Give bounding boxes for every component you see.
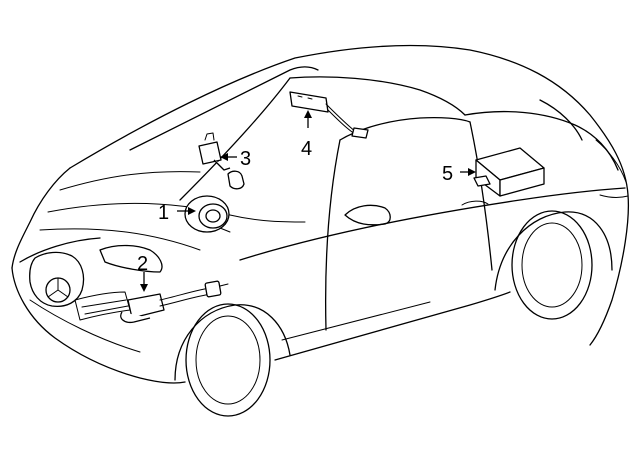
horn-part <box>184 195 231 233</box>
callout-label-5: 5 <box>442 163 453 185</box>
callout-label-2: 2 <box>137 253 148 275</box>
callout-5: 5 <box>442 163 476 185</box>
roof-console-part <box>289 91 369 139</box>
callout-label-4: 4 <box>301 138 312 160</box>
callout-3: 3 <box>220 148 251 170</box>
callout-label-1: 1 <box>158 202 169 224</box>
relay-part <box>198 132 245 190</box>
callout-label-3: 3 <box>240 148 251 170</box>
callout-1: 1 <box>158 202 196 224</box>
car-body <box>11 44 629 417</box>
headlamp-sensor-harness-part <box>120 280 229 324</box>
callout-2: 2 <box>137 253 148 292</box>
control-module-part <box>473 147 545 197</box>
callout-4: 4 <box>301 110 312 160</box>
